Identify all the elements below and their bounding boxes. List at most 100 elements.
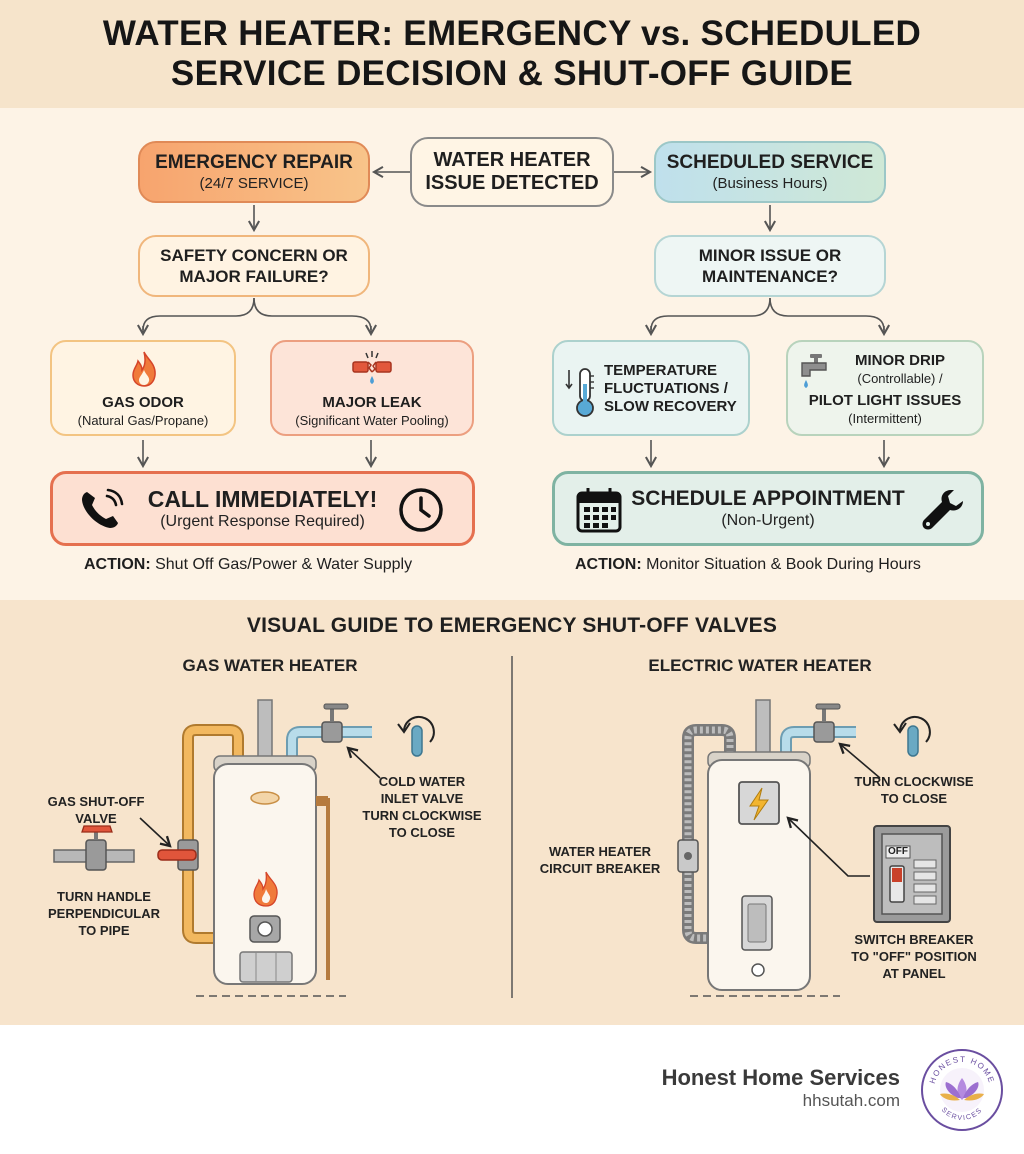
turn-clockwise-icon bbox=[397, 715, 435, 757]
breaker-panel bbox=[873, 825, 951, 923]
turn-handle-line-2: PERPENDICULAR bbox=[48, 906, 160, 921]
safety-concern-node: SAFETY CONCERN OR MAJOR FAILURE? bbox=[138, 235, 370, 297]
temperature-line-3: SLOW RECOVERY bbox=[604, 398, 737, 415]
switch-line-3: AT PANEL bbox=[882, 966, 946, 981]
phone-icon bbox=[82, 488, 124, 528]
major-leak-sub: (Significant Water Pooling) bbox=[295, 413, 449, 428]
safety-line-1: SAFETY CONCERN OR bbox=[160, 246, 348, 265]
cold-water-valve bbox=[321, 703, 349, 743]
detect-line-2: ISSUE DETECTED bbox=[425, 172, 599, 194]
action-scheduled-key: ACTION: bbox=[575, 556, 642, 573]
switch-line-1: SWITCH BREAKER bbox=[854, 932, 974, 947]
action-emergency-key: ACTION: bbox=[84, 556, 151, 573]
brand-name: Honest Home Services bbox=[661, 1065, 900, 1090]
panel-off-label: OFF bbox=[888, 846, 908, 857]
electric-heater-heading: ELECTRIC WATER HEATER bbox=[648, 656, 872, 675]
arrow-minor-split bbox=[650, 297, 771, 331]
emergency-label: EMERGENCY REPAIR bbox=[155, 151, 353, 173]
electric-turn-callout: TURN CLOCKWISE TO CLOSE bbox=[834, 773, 994, 807]
page-title: WATER HEATER: EMERGENCY vs. SCHEDULED SE… bbox=[103, 14, 921, 94]
call-sub: (Urgent Response Required) bbox=[160, 512, 365, 530]
action-emergency: ACTION: Shut Off Gas/Power & Water Suppl… bbox=[84, 555, 412, 575]
issue-detected-node: WATER HEATER ISSUE DETECTED bbox=[410, 137, 614, 207]
gas-odor-sub: (Natural Gas/Propane) bbox=[77, 413, 209, 428]
gas-valve-callout: GAS SHUT-OFF VALVE bbox=[36, 793, 156, 827]
faucet-icon bbox=[801, 354, 827, 388]
footer bbox=[0, 1025, 1024, 1154]
gas-heater-heading: GAS WATER HEATER bbox=[182, 656, 358, 675]
breaker-callout: WATER HEATER CIRCUIT BREAKER bbox=[525, 843, 675, 877]
title-line-1: WATER HEATER: EMERGENCY vs. SCHEDULED bbox=[102, 14, 922, 53]
gas-water-heater-illustration bbox=[53, 699, 435, 997]
electric-water-heater-illustration bbox=[677, 699, 951, 997]
minor-drip-label: MINOR DRIP bbox=[855, 352, 945, 369]
valve-handle-example bbox=[53, 825, 135, 871]
guide-divider bbox=[511, 656, 513, 998]
arrow-safety-split bbox=[142, 297, 255, 331]
pilot-light-label: PILOT LIGHT ISSUES bbox=[808, 392, 962, 409]
scheduled-service-node: SCHEDULED SERVICE (Business Hours) bbox=[654, 141, 886, 203]
turn-handle-callout: TURN HANDLE PERPENDICULAR TO PIPE bbox=[34, 888, 174, 939]
action-emergency-text: Shut Off Gas/Power & Water Supply bbox=[150, 556, 413, 573]
title-line-2: SERVICE DECISION & SHUT-OFF GUIDE bbox=[170, 54, 854, 93]
action-scheduled: ACTION: Monitor Situation & Book During … bbox=[575, 555, 921, 575]
cold-inlet-line-2: INLET VALVE bbox=[380, 791, 464, 806]
turn-handle-line-1: TURN HANDLE bbox=[57, 889, 151, 904]
emergency-sub: (24/7 SERVICE) bbox=[199, 174, 309, 192]
flue-pipe bbox=[257, 699, 273, 763]
electric-cold-water-valve bbox=[813, 703, 841, 743]
gas-odor-label: GAS ODOR bbox=[102, 394, 184, 411]
title-band: WATER HEATER: EMERGENCY vs. SCHEDULED SE… bbox=[0, 0, 1024, 108]
thermometer-icon bbox=[565, 368, 594, 417]
emergency-repair-node: EMERGENCY REPAIR (24/7 SERVICE) bbox=[138, 141, 370, 203]
lightning-icon bbox=[738, 781, 780, 825]
cold-inlet-line-4: TO CLOSE bbox=[388, 825, 456, 840]
temperature-line-2: FLUCTUATIONS / bbox=[604, 380, 728, 397]
scheduled-sub: (Business Hours) bbox=[712, 174, 828, 192]
burner-flame-icon bbox=[253, 871, 278, 907]
turn-handle-line-3: TO PIPE bbox=[78, 923, 130, 938]
minor-issue-node: MINOR ISSUE OR MAINTENANCE? bbox=[654, 235, 886, 297]
brand-logo: HONEST HOME SERVICES bbox=[921, 1049, 1003, 1131]
circuit-breaker-box bbox=[677, 839, 699, 873]
switch-line-2: TO "OFF" POSITION bbox=[851, 949, 977, 964]
breaker-line-2: CIRCUIT BREAKER bbox=[539, 861, 661, 876]
minor-drip-node: MINOR DRIP (Controllable) / PILOT LIGHT … bbox=[786, 340, 984, 436]
electric-turn-line-2: TO CLOSE bbox=[880, 791, 948, 806]
safety-line-2: MAJOR FAILURE? bbox=[179, 267, 329, 286]
minor-line-1: MINOR ISSUE OR bbox=[698, 246, 842, 265]
breaker-line-1: WATER HEATER bbox=[548, 844, 652, 859]
electric-turn-line-1: TURN CLOCKWISE bbox=[854, 774, 974, 789]
scheduled-label: SCHEDULED SERVICE bbox=[666, 151, 874, 173]
gas-odor-node: GAS ODOR (Natural Gas/Propane) bbox=[50, 340, 236, 436]
schedule-appointment-node: SCHEDULE APPOINTMENT (Non-Urgent) bbox=[552, 471, 984, 546]
brand-block: Honest Home Services hhsutah.com bbox=[662, 1066, 900, 1112]
appointment-sub: (Non-Urgent) bbox=[721, 512, 815, 529]
clock-icon bbox=[399, 488, 443, 532]
flame-icon bbox=[132, 351, 156, 387]
call-label: CALL IMMEDIATELY! bbox=[147, 485, 378, 512]
gas-shutoff-valve bbox=[157, 839, 199, 871]
brand-url: hhsutah.com bbox=[802, 1091, 900, 1110]
electric-turn-clockwise-icon bbox=[893, 715, 931, 757]
cold-inlet-line-3: TURN CLOCKWISE bbox=[362, 808, 482, 823]
temperature-line-1: TEMPERATURE bbox=[604, 362, 718, 379]
flow-arrows bbox=[136, 165, 891, 469]
broken-pipe-icon bbox=[352, 351, 392, 384]
call-immediately-node: CALL IMMEDIATELY! (Urgent Response Requi… bbox=[50, 471, 475, 546]
lotus-icon bbox=[940, 1078, 984, 1101]
action-scheduled-text: Monitor Situation & Book During Hours bbox=[641, 556, 921, 573]
calendar-icon bbox=[576, 488, 622, 533]
detect-line-1: WATER HEATER bbox=[433, 149, 591, 171]
major-leak-node: MAJOR LEAK (Significant Water Pooling) bbox=[270, 340, 474, 436]
gas-valve-line-2: VALVE bbox=[75, 811, 117, 826]
switch-breaker-callout: SWITCH BREAKER TO "OFF" POSITION AT PANE… bbox=[832, 931, 996, 982]
guide-title: VISUAL GUIDE TO EMERGENCY SHUT-OFF VALVE… bbox=[246, 614, 778, 637]
wrench-icon bbox=[922, 490, 963, 530]
cold-inlet-line-1: COLD WATER bbox=[378, 774, 466, 789]
cold-inlet-callout: COLD WATER INLET VALVE TURN CLOCKWISE TO… bbox=[350, 773, 494, 841]
gas-valve-line-1: GAS SHUT-OFF bbox=[47, 794, 145, 809]
appointment-label: SCHEDULE APPOINTMENT bbox=[631, 487, 905, 510]
minor-drip-sub-2: (Intermittent) bbox=[848, 411, 922, 426]
minor-drip-sub-1: (Controllable) / bbox=[857, 371, 943, 386]
